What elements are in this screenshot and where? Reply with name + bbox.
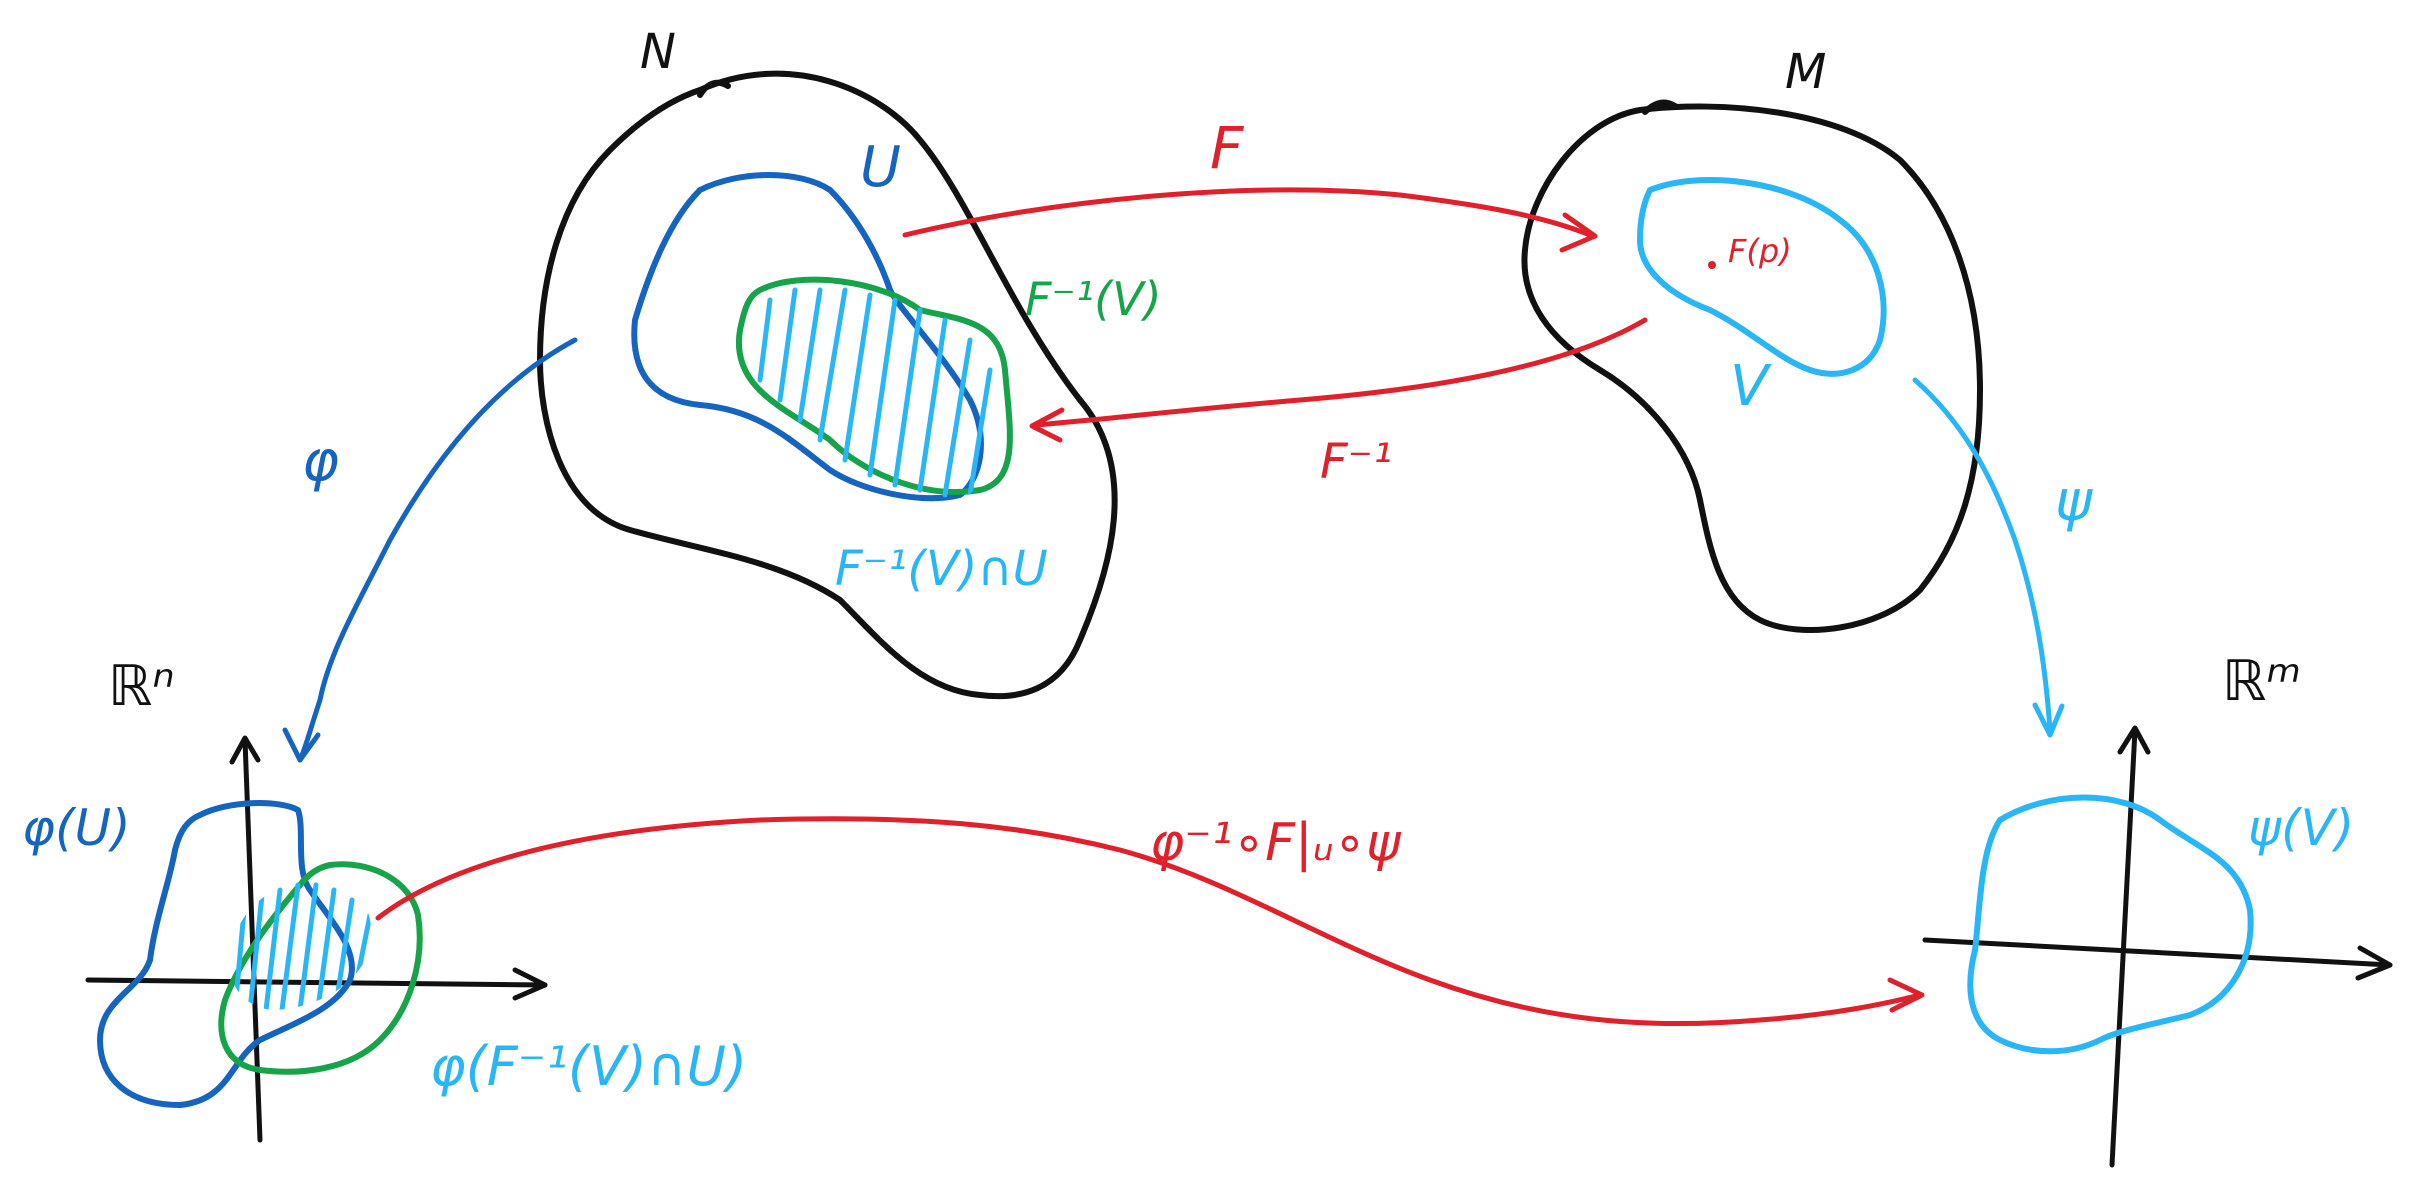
label-M: M bbox=[1785, 44, 1826, 100]
label-F-inverse-V-cap-U: F⁻¹(V)∩U bbox=[835, 541, 1048, 597]
label-psi-V: ψ(V) bbox=[2248, 799, 2354, 857]
arrow-phi-head bbox=[282, 727, 321, 763]
label-psi: ψ bbox=[2055, 469, 2093, 534]
R-n-horizontal-axis-head bbox=[512, 967, 548, 1001]
label-composite-map: φ⁻¹∘F|ᵤ∘ψ bbox=[1150, 813, 1402, 873]
label-R-n: ℝⁿ bbox=[108, 654, 175, 719]
point-F-p bbox=[1708, 261, 1716, 269]
arrow-F-inverse bbox=[1032, 317, 1648, 428]
preimage-F-inverse-V-outline bbox=[735, 276, 1013, 495]
psi-V-region-outline bbox=[1967, 794, 2254, 1055]
arrow-psi bbox=[1912, 377, 2053, 733]
R-m-horizontal-axis bbox=[1922, 937, 2393, 968]
phi-F-inverse-V-region-outline bbox=[218, 861, 423, 1075]
R-m-vertical-axis-head bbox=[2117, 725, 2151, 755]
arrow-F bbox=[902, 187, 1593, 238]
phi-U-region-outline bbox=[97, 800, 355, 1108]
arrow-composite-map bbox=[375, 816, 1923, 1027]
R-n-horizontal-axis bbox=[85, 977, 548, 988]
label-phi-U: φ(U) bbox=[22, 799, 131, 857]
label-phi-F-inverse-V-cap-U: φ(F⁻¹(V)∩U) bbox=[430, 1035, 747, 1098]
label-F-inverse: F⁻¹ bbox=[1320, 434, 1392, 490]
open-set-U-outline bbox=[631, 172, 984, 502]
arrow-composite-map-head bbox=[1887, 977, 1925, 1013]
R-m-vertical-axis bbox=[2109, 727, 2138, 1168]
label-U: U bbox=[860, 135, 901, 200]
label-F-inverse-V: F⁻¹(V) bbox=[1025, 272, 1162, 326]
intersection-hatching-top bbox=[757, 287, 993, 498]
arrow-F-inverse-head bbox=[1029, 407, 1065, 443]
label-N: N bbox=[640, 24, 676, 80]
R-m-horizontal-axis-head bbox=[2355, 945, 2393, 981]
R-n-vertical-axis bbox=[242, 737, 263, 1143]
label-V: V bbox=[1730, 354, 1772, 419]
arrow-psi-head bbox=[2032, 702, 2065, 738]
label-R-m: ℝᵐ bbox=[2222, 649, 2301, 714]
label-F: F bbox=[1210, 114, 1245, 182]
open-set-V-outline bbox=[1637, 177, 1887, 377]
manifold-N-tick-mark bbox=[697, 79, 731, 98]
manifold-M-tick-mark bbox=[1642, 99, 1678, 115]
manifold-M-outline bbox=[1521, 103, 1983, 633]
R-n-vertical-axis-head bbox=[229, 735, 261, 765]
label-phi: φ bbox=[302, 429, 339, 494]
arrow-F-head bbox=[1559, 212, 1598, 253]
label-F-p: F(p) bbox=[1728, 232, 1792, 270]
manifold-N-outline bbox=[537, 70, 1118, 700]
arrow-phi bbox=[297, 337, 578, 763]
